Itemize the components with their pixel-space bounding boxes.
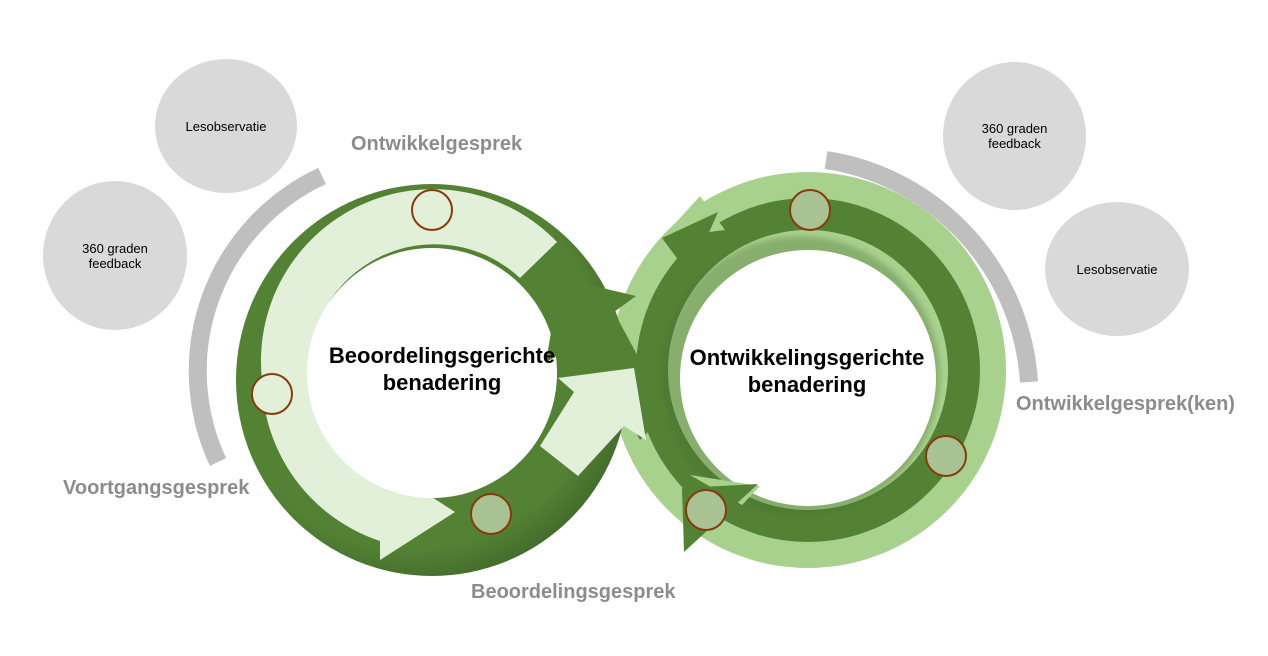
bubble-label: Lesobservatie: [185, 118, 267, 134]
left-cycle-title: Beoordelingsgerichte benadering: [328, 343, 556, 395]
label-ontwikkelgesprekken: Ontwikkelgesprek(ken): [1016, 393, 1235, 415]
left-bubble-lesobservatie: Lesobservatie: [155, 59, 297, 193]
left-node-top: [411, 189, 453, 231]
left-node-left: [251, 373, 293, 415]
left-node-bottom: [470, 493, 512, 535]
right-node-bottom: [685, 489, 727, 531]
center-arrow-light: [540, 368, 646, 476]
right-bubble-360-feedback: 360 graden feedback: [943, 62, 1086, 210]
label-voortgangsgesprek: Voortgangsgesprek: [63, 477, 250, 499]
right-node-right: [925, 435, 967, 477]
bubble-label: 360 graden feedback: [981, 121, 1048, 151]
right-arrow-head-top: [662, 212, 718, 276]
right-bubble-lesobservatie: Lesobservatie: [1045, 202, 1189, 336]
bubble-label: Lesobservatie: [1076, 261, 1158, 277]
bubble-label: 360 graden feedback: [82, 240, 148, 271]
left-grey-arc: [188, 167, 326, 466]
left-bubble-360-feedback: 360 graden feedback: [43, 181, 187, 330]
right-cycle-title: Ontwikkelingsgerichte benadering: [689, 345, 925, 397]
left-cycle-ring: [236, 184, 628, 576]
label-ontwikkelgesprek: Ontwikkelgesprek: [351, 133, 523, 155]
right-cycle-ring: [610, 172, 1006, 568]
right-grey-arc: [824, 151, 1038, 383]
label-beoordelingsgesprek: Beoordelingsgesprek: [471, 581, 676, 603]
right-node-top: [789, 189, 831, 231]
